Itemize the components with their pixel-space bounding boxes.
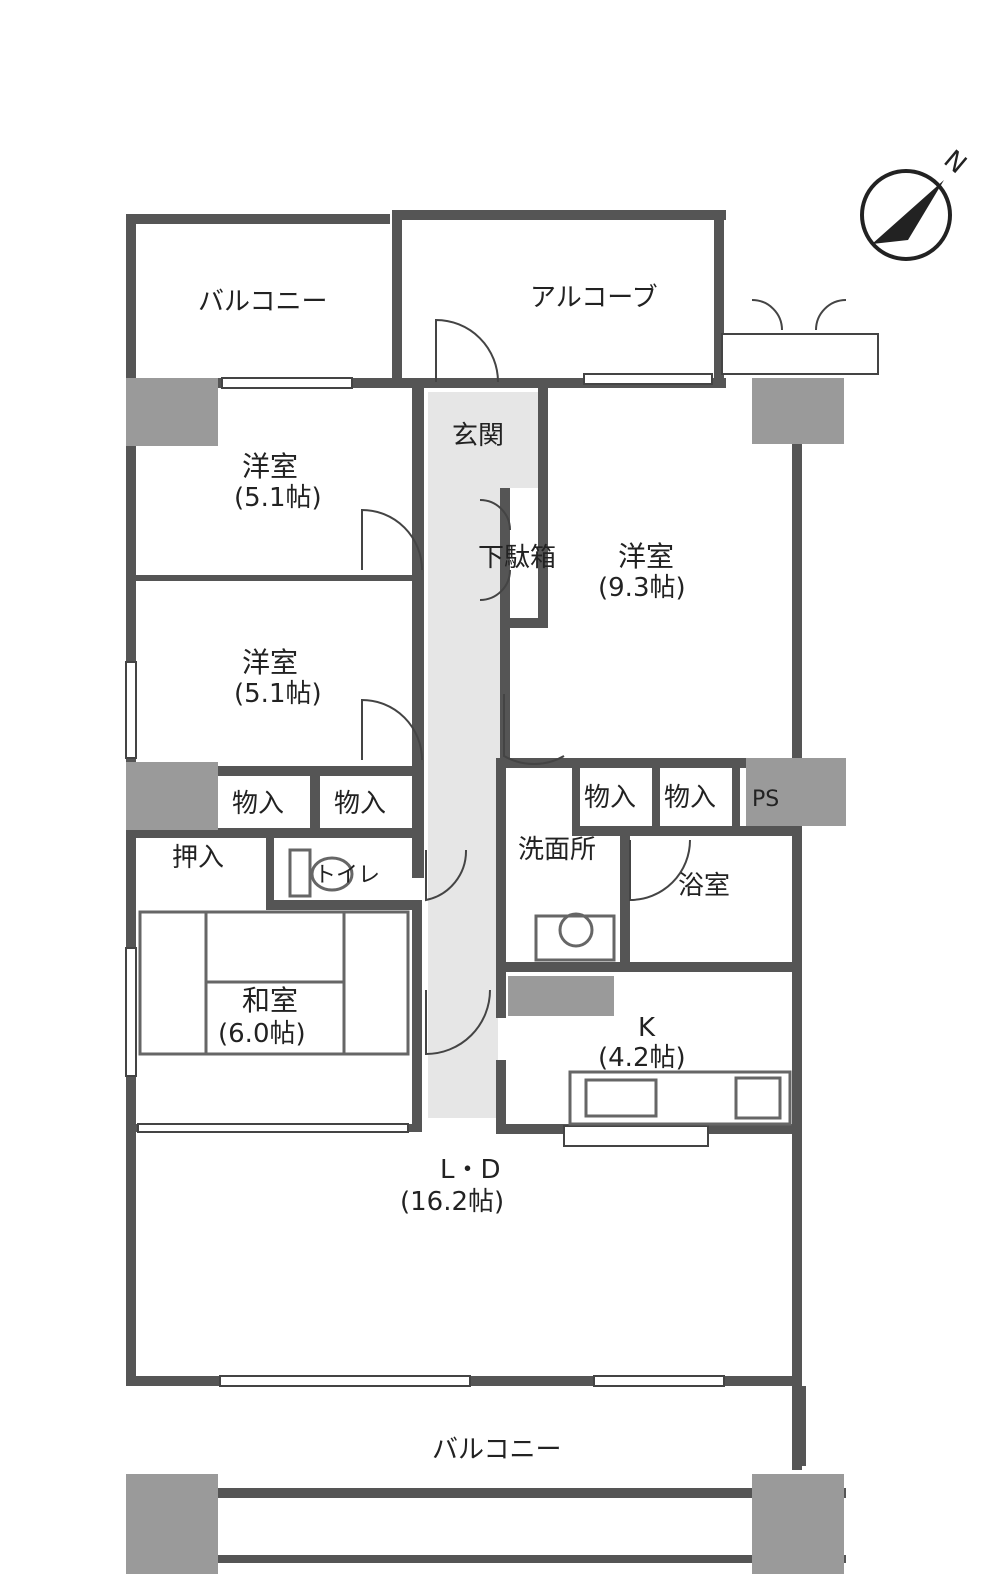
kitchen-size: (4.2帖)	[598, 1043, 686, 1073]
shoe-cabinet-label: 下駄箱	[478, 543, 556, 573]
alcove-label: アルコーブ	[530, 283, 658, 313]
compass-north-label: N	[938, 145, 972, 180]
toilet-label: トイレ	[314, 863, 380, 888]
windows	[125, 333, 879, 1387]
western-room-c-size: (9.3帖)	[598, 573, 686, 603]
doors	[361, 299, 847, 1056]
japanese-room-name: 和室	[242, 984, 298, 1017]
columns	[126, 378, 846, 1574]
western-room-b-size: (5.1帖)	[234, 679, 322, 709]
western-room-a-size: (5.1帖)	[234, 483, 322, 513]
entrance-floor	[428, 392, 538, 488]
entrance-label: 玄関	[452, 421, 504, 451]
storage-a-label: 物入	[232, 789, 284, 819]
bathroom-label: 浴室	[678, 871, 730, 901]
kitchen-name: K	[638, 1013, 656, 1043]
living-dining-name: L・D	[440, 1155, 501, 1185]
balcony-bottom-label: バルコニー	[432, 1435, 561, 1465]
closet-label: 押入	[172, 843, 224, 873]
balcony-top-label: バルコニー	[198, 287, 327, 317]
storage-c-label: 物入	[584, 783, 636, 813]
western-room-b-name: 洋室	[242, 646, 298, 679]
hallway-floor	[428, 488, 500, 988]
washroom-label: 洗面所	[518, 835, 596, 865]
living-dining-size: (16.2帖)	[400, 1187, 504, 1217]
western-room-a-name: 洋室	[242, 450, 298, 483]
storage-b-label: 物入	[334, 789, 386, 819]
fixtures	[288, 848, 792, 1126]
western-room-c-name: 洋室	[618, 540, 674, 573]
compass: N	[860, 145, 972, 261]
japanese-room-size: (6.0帖)	[218, 1019, 306, 1049]
pipe-space-label: PS	[752, 787, 779, 812]
storage-d-label: 物入	[664, 783, 716, 813]
